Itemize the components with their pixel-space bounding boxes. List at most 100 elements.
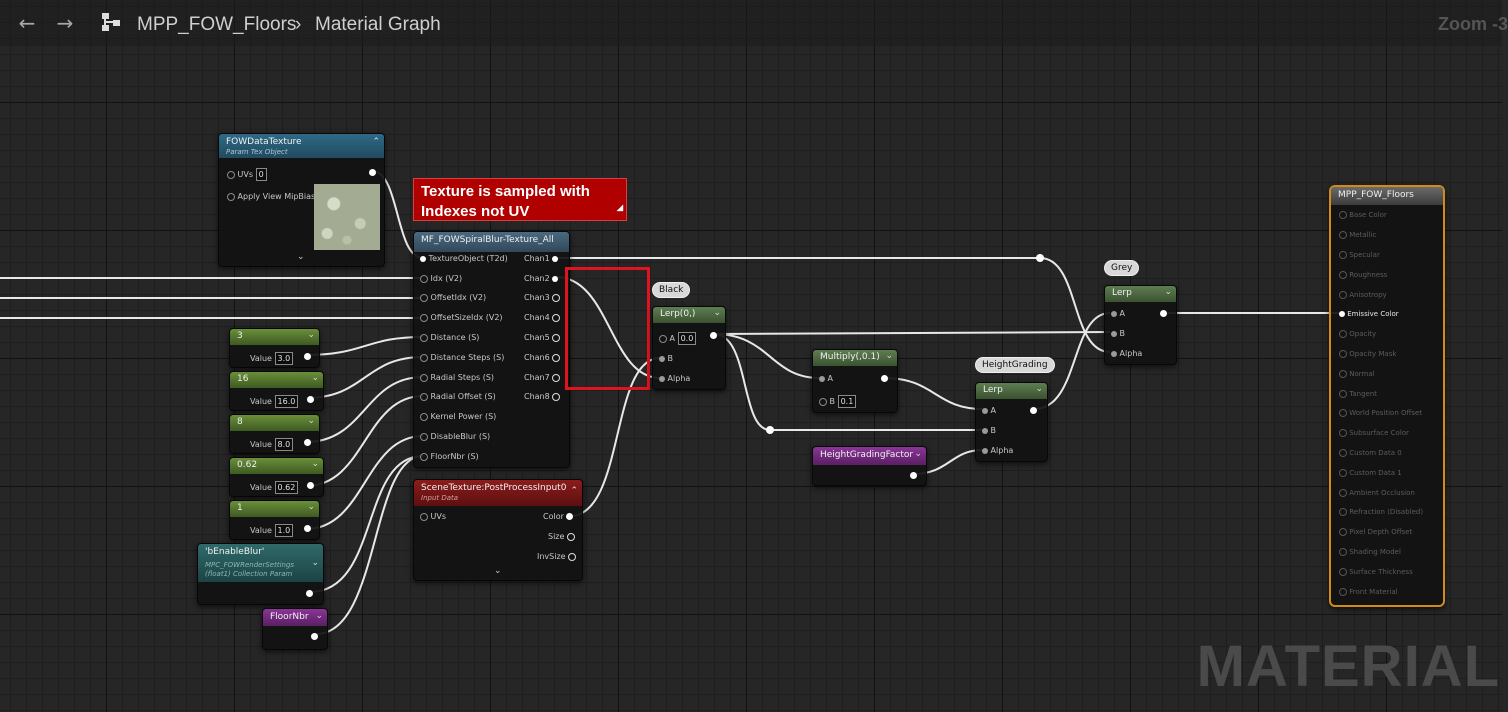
alpha-pin[interactable]: Alpha: [1111, 349, 1142, 358]
mip-bias-pin[interactable]: Apply View MipBias: [227, 192, 315, 201]
pin-surface-thickness[interactable]: Surface Thickness: [1339, 568, 1413, 576]
b-value-field[interactable]: 0.1: [837, 395, 857, 408]
pin-custom-data-0[interactable]: Custom Data 0: [1339, 449, 1402, 457]
a-pin[interactable]: A: [982, 406, 996, 415]
b-pin[interactable]: B 0.1: [819, 395, 857, 408]
output-pin-chan7[interactable]: Chan7: [524, 373, 561, 382]
a-value-field[interactable]: 0.0: [677, 332, 697, 345]
input-pin-disableblur[interactable]: DisableBlur (S): [420, 432, 490, 441]
input-pin-idx[interactable]: Idx (V2): [420, 274, 462, 283]
node-header[interactable]: 8⌄: [230, 415, 319, 431]
lerp-grey-node[interactable]: Lerp⌄ A B Alpha: [1104, 285, 1177, 365]
pin-opacity-mask[interactable]: Opacity Mask: [1339, 350, 1396, 358]
output-pin-chan3[interactable]: Chan3: [524, 293, 561, 302]
chevron-down-icon[interactable]: ⌄: [713, 308, 721, 318]
node-header[interactable]: Multiply(,0.1)⌄: [813, 350, 897, 366]
constant-node[interactable]: 8⌄ Value 8.0: [229, 414, 320, 454]
chevron-down-icon[interactable]: ⌄: [315, 611, 323, 621]
pin-world-position-offset[interactable]: World Position Offset: [1339, 409, 1422, 417]
scene-texture-node[interactable]: SceneTexture:PostProcessInput0 Input Dat…: [413, 479, 583, 581]
output-pin-chan5[interactable]: Chan5: [524, 333, 561, 342]
chevron-down-icon[interactable]: ⌄: [311, 373, 319, 383]
value-pin[interactable]: Value 1.0: [250, 524, 294, 537]
pin-subsurface-color[interactable]: Subsurface Color: [1339, 429, 1409, 437]
chevron-down-icon[interactable]: ⌄: [311, 459, 319, 469]
constant-node[interactable]: 16⌄ Value 16.0: [229, 371, 324, 411]
output-pin[interactable]: [369, 168, 376, 177]
alpha-pin[interactable]: Alpha: [659, 374, 690, 383]
input-pin-kernel-power[interactable]: Kernel Power (S): [420, 412, 496, 421]
a-pin[interactable]: A: [1111, 309, 1125, 318]
output-pin[interactable]: [910, 471, 917, 480]
value-field[interactable]: 0.62: [274, 481, 299, 494]
value-field[interactable]: 16.0: [274, 395, 299, 408]
b-pin[interactable]: B: [982, 426, 996, 435]
output-pin[interactable]: [306, 589, 313, 598]
pin-metallic[interactable]: Metallic: [1339, 231, 1376, 239]
output-pin-chan8[interactable]: Chan8: [524, 392, 561, 401]
breadcrumb-asset[interactable]: MPP_FOW_Floors: [137, 14, 297, 35]
pin-roughness[interactable]: Roughness: [1339, 271, 1387, 279]
pin-refraction[interactable]: Refraction (Disabled): [1339, 508, 1423, 516]
arrow-left-icon[interactable]: ←: [18, 11, 36, 35]
input-pin-distance-steps[interactable]: Distance Steps (S): [420, 353, 504, 362]
output-pin[interactable]: [710, 331, 717, 340]
chevron-down-icon[interactable]: ⌄: [914, 449, 922, 459]
input-pin-offsetidx[interactable]: OffsetIdx (V2): [420, 293, 486, 302]
lerp-height-grading-node[interactable]: Lerp⌄ A B Alpha: [975, 382, 1048, 462]
pin-custom-data-1[interactable]: Custom Data 1: [1339, 469, 1402, 477]
pin-shading-model[interactable]: Shading Model: [1339, 548, 1401, 556]
node-header[interactable]: 'bEnableBlur' MPC_FOWRenderSettings (flo…: [198, 544, 323, 582]
value-field[interactable]: 1.0: [274, 524, 294, 537]
node-header[interactable]: Lerp(0,)⌄: [653, 307, 725, 323]
uvs-pin[interactable]: UVs: [420, 512, 446, 521]
size-output-pin[interactable]: Size: [548, 532, 575, 541]
floor-nbr-node[interactable]: FloorNbr⌄: [262, 608, 328, 650]
a-pin[interactable]: A: [819, 374, 833, 383]
material-output-node[interactable]: MPP_FOW_Floors Base Color Metallic Specu…: [1329, 185, 1445, 607]
input-pin-textureobject[interactable]: TextureObject (T2d): [420, 254, 508, 263]
constant-node[interactable]: 3⌄ Value 3.0: [229, 328, 320, 368]
multiply-node[interactable]: Multiply(,0.1)⌄ A B 0.1: [812, 349, 898, 413]
chevron-down-icon[interactable]: ⌄: [297, 252, 305, 262]
constant-node[interactable]: 0.62 ⌄ Value 0.62: [229, 457, 324, 497]
node-header[interactable]: HeightGradingFactor⌄: [813, 447, 926, 465]
b-pin[interactable]: B: [659, 354, 673, 363]
node-comment-tag[interactable]: Black: [652, 282, 691, 298]
arrow-right-icon[interactable]: →: [56, 11, 74, 35]
value-pin[interactable]: Value 3.0: [250, 352, 294, 365]
b-pin[interactable]: B: [1111, 329, 1125, 338]
output-pin[interactable]: [304, 524, 311, 533]
node-header[interactable]: 16⌄: [230, 372, 323, 388]
input-pin-radial-offset[interactable]: Radial Offset (S): [420, 392, 496, 401]
value-field[interactable]: 3.0: [274, 352, 294, 365]
lerp-black-node[interactable]: Lerp(0,)⌄ A 0.0 B Alpha: [652, 306, 726, 390]
output-pin[interactable]: [311, 632, 318, 641]
invsize-output-pin[interactable]: InvSize: [537, 552, 577, 561]
pin-specular[interactable]: Specular: [1339, 251, 1380, 259]
pin-tangent[interactable]: Tangent: [1339, 390, 1377, 398]
node-header[interactable]: FOWDataTexture Param Tex Object ⌃: [219, 134, 384, 158]
node-header[interactable]: SceneTexture:PostProcessInput0 Input Dat…: [414, 480, 582, 506]
output-pin[interactable]: [1160, 309, 1167, 318]
input-pin-offsetsizeidx[interactable]: OffsetSizeIdx (V2): [420, 313, 503, 322]
height-grading-factor-node[interactable]: HeightGradingFactor⌄: [812, 446, 927, 486]
node-comment-tag[interactable]: Grey: [1104, 260, 1140, 276]
pin-emissive-color[interactable]: Emissive Color: [1339, 310, 1399, 318]
chevron-up-icon[interactable]: ⌃: [372, 137, 380, 147]
node-header[interactable]: Lerp⌄: [976, 383, 1047, 399]
alpha-pin[interactable]: Alpha: [982, 446, 1013, 455]
pin-pixel-depth-offset[interactable]: Pixel Depth Offset: [1339, 528, 1412, 536]
uvs-pin[interactable]: UVs 0: [227, 168, 267, 181]
output-pin-chan6[interactable]: Chan6: [524, 353, 561, 362]
chevron-down-icon[interactable]: ⌄: [307, 416, 315, 426]
node-comment-tag[interactable]: HeightGrading: [975, 357, 1055, 373]
output-pin[interactable]: [881, 374, 888, 383]
output-pin[interactable]: [304, 438, 311, 447]
output-pin[interactable]: [304, 352, 311, 361]
node-header[interactable]: 3⌄: [230, 329, 319, 345]
fow-data-texture-node[interactable]: FOWDataTexture Param Tex Object ⌃ UVs 0 …: [218, 133, 385, 267]
enable-blur-node[interactable]: 'bEnableBlur' MPC_FOWRenderSettings (flo…: [197, 543, 324, 605]
value-pin[interactable]: Value 0.62: [250, 481, 299, 494]
constant-node[interactable]: 1⌄ Value 1.0: [229, 500, 320, 540]
